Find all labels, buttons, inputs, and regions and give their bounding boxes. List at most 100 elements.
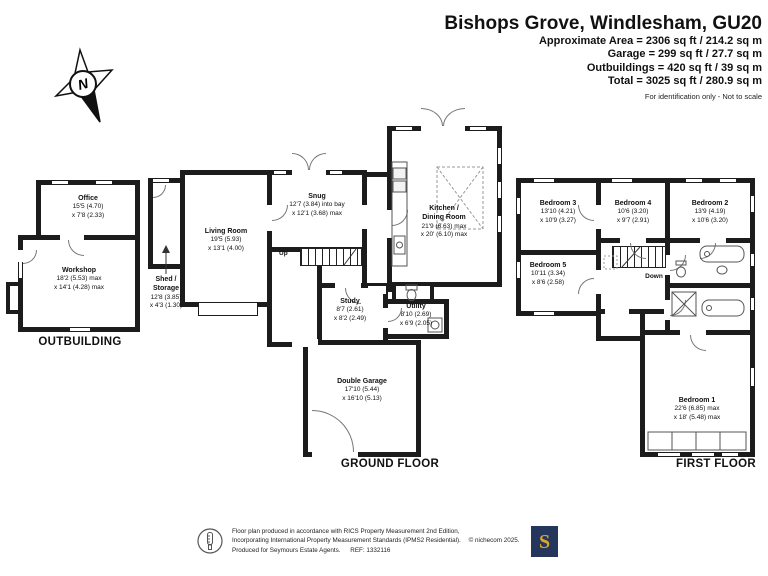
footer-line2-wrap: Incorporating International Property Mea… (232, 536, 532, 545)
label-bedroom3: Bedroom 3 13'10 (4.21) x 10'9 (3.27) (513, 199, 603, 225)
window (720, 178, 736, 183)
room-dim: 8'7 (2.61) (336, 306, 364, 314)
label-living: Living Room 19'5 (5.93) x 13'1 (4.00) (181, 227, 271, 253)
room-dim: x 4'3 (1.30) (149, 302, 183, 310)
window (612, 178, 632, 183)
label-bedroom4: Bedroom 4 10'6 (3.20) x 9'7 (2.91) (588, 199, 678, 225)
page-title: Bishops Grove, Windlesham, GU20 (444, 13, 762, 34)
room-dim: 13'9 (4.19) (694, 208, 726, 216)
room-dim: 22'6 (6.85) max (674, 405, 720, 413)
room-dim: 13'10 (4.21) (540, 208, 576, 216)
room-name: Dining Room (422, 214, 466, 222)
room-dim: 17'10 (5.44) (344, 386, 380, 394)
window (658, 452, 680, 457)
room-dim: x 16'10 (5.13) (342, 394, 382, 402)
label-bedroom1: Bedroom 1 22'6 (6.85) max x 18' (5.48) m… (652, 396, 742, 422)
door-arc (443, 108, 465, 126)
window (722, 452, 738, 457)
room-dim: 10'6 (3.20) (617, 208, 649, 216)
window (274, 170, 286, 175)
door-arc (421, 108, 443, 126)
door-arc (309, 153, 326, 170)
window (330, 170, 342, 175)
room-name: Bedroom 2 (691, 200, 729, 207)
opening (680, 329, 706, 337)
room-name: Storage (152, 285, 180, 293)
window (750, 196, 755, 212)
room-dim: 15'5 (4.70) (72, 203, 104, 211)
room-dim: x 8'2 (2.49) (333, 314, 367, 322)
stairs-up-label: Up (279, 250, 288, 257)
room-name: Double Garage (337, 378, 387, 385)
room-name: Shed / (155, 276, 177, 283)
label-shed: Shed / Storage 12'8 (3.85) x 4'3 (1.30) (126, 275, 206, 311)
window (534, 311, 554, 316)
window (396, 126, 412, 131)
room-dim: x 10'6 (3.20) (692, 216, 728, 224)
opening (382, 308, 390, 328)
stairs-up (300, 248, 362, 266)
room-dim: x 13'1 (4.00) (208, 244, 244, 252)
opening (266, 205, 274, 231)
window (497, 148, 502, 164)
title-block: Bishops Grove, Windlesham, GU20 Approxim… (444, 13, 762, 101)
label-office: Office 15'5 (4.70) x 7'8 (2.33) (43, 194, 133, 220)
opening (361, 205, 369, 229)
label-garage: Double Garage 17'10 (5.44) x 16'10 (5.13… (317, 377, 407, 403)
room-dim: x 12'1 (3.68) max (291, 209, 342, 217)
room-dim: x 10'9 (3.27) (540, 216, 576, 224)
window (750, 254, 755, 266)
ground-floor-label: GROUND FLOOR (340, 458, 440, 470)
opening (60, 233, 84, 241)
stairs-down-label: Down (645, 273, 663, 280)
logo-letter: S (538, 530, 551, 553)
opening (335, 282, 361, 290)
room-dim: 8'10 (2.69) (400, 311, 432, 319)
disclaimer-text: For identification only - Not to scale (644, 91, 762, 101)
room-name: Office (78, 195, 98, 202)
window (497, 182, 502, 198)
window (686, 178, 702, 183)
opening (620, 237, 646, 245)
opening (292, 170, 326, 176)
room-name: Bedroom 5 (529, 262, 567, 269)
room-name: Workshop (61, 267, 97, 274)
window (52, 180, 68, 185)
window (516, 198, 521, 214)
label-workshop: Workshop 18'2 (5.53) max x 14'1 (4.28) m… (34, 266, 124, 292)
estate-agent-logo: S (531, 526, 558, 557)
window (750, 298, 755, 310)
garage-door-opening (312, 452, 358, 458)
window (534, 178, 554, 183)
room-dim: x 18' (5.48) max (673, 413, 721, 421)
footer-text: Floor plan produced in accordance with R… (232, 527, 532, 555)
room-dim: x 8'6 (2.58) (531, 278, 565, 286)
footer-copyright: © nichecom 2025. (468, 537, 520, 545)
window (516, 262, 521, 278)
room-dim: x 14'1 (4.28) max (53, 283, 104, 291)
stat-approximate-area: Approximate Area = 2306 sq ft / 214.2 sq… (538, 34, 762, 47)
window (692, 452, 714, 457)
room-dim: x 9'7 (2.91) (616, 216, 650, 224)
window (497, 216, 502, 232)
room-dim: 10'11 (3.34) (530, 270, 565, 278)
room-dim: 21'9 (6.63) max (421, 222, 467, 230)
room-dim: x 6'9 (2.05) (399, 319, 433, 327)
window (153, 178, 169, 183)
room-name: Snug (308, 193, 326, 200)
opening (292, 339, 318, 347)
room-dim: 12'7 (3.84) into bay (289, 201, 345, 209)
footer-line3: Produced for Seymours Estate Agents. (232, 546, 341, 554)
room-dim: x 20' (6.10) max (420, 231, 468, 239)
room-name: Utility (406, 303, 426, 310)
opening (605, 308, 629, 316)
opening (421, 126, 465, 132)
measurement-cert-icon (197, 528, 223, 554)
opening (386, 210, 394, 238)
room-name: Living Room (204, 228, 248, 235)
door-arc (292, 153, 309, 170)
opening (700, 237, 726, 245)
label-utility: Utility 8'10 (2.69) x 6'9 (2.05) (376, 302, 456, 328)
label-study: Study 8'7 (2.61) x 8'2 (2.49) (305, 297, 395, 323)
